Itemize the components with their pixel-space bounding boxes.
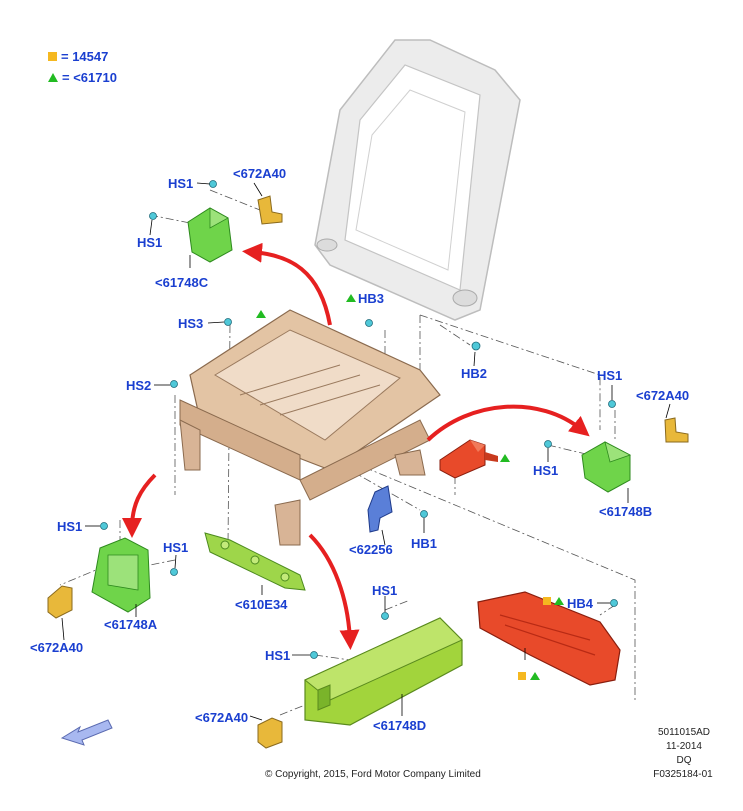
part-672a40-bottom	[257, 717, 283, 749]
label-hs2: HS2	[126, 378, 152, 393]
figure-number: F0325184-01	[653, 769, 713, 780]
label-hs1: HS1	[533, 463, 559, 478]
label-hs1: HS1	[372, 583, 398, 598]
label-hs1: HS1	[137, 235, 163, 250]
label-61748a: <61748A	[104, 617, 158, 632]
triangle-icon	[48, 73, 58, 82]
drawing-code: 5011015AD	[657, 727, 711, 738]
label-hs1: HS1	[168, 176, 194, 191]
label-672a40: <672A40	[30, 640, 84, 655]
label-61748b: <61748B	[599, 504, 653, 519]
view-direction-arrow	[60, 719, 113, 746]
label-hs1: HS1	[163, 540, 189, 555]
leader-lines	[61, 182, 671, 721]
label-672a40: <672A40	[233, 166, 287, 181]
part-62256	[367, 485, 393, 533]
part-61748c	[187, 207, 233, 263]
legend-item-triangle: = <61710	[48, 70, 117, 85]
label-hb2: HB2	[461, 366, 488, 381]
part-61748d	[304, 617, 463, 726]
fasteners	[100, 180, 618, 659]
part-61748a	[91, 537, 151, 613]
label-hs1: HS1	[265, 648, 291, 663]
label-hb3: HB3	[358, 291, 385, 306]
copyright-text: © Copyright, 2015, Ford Motor Company Li…	[265, 769, 481, 780]
part-672a40-right	[664, 417, 689, 443]
drawing-dq: DQ	[676, 755, 692, 766]
seat-back-frame	[314, 39, 521, 321]
label-61748d: <61748D	[373, 718, 427, 733]
label-hs3: HS3	[178, 316, 204, 331]
callout-symbols	[256, 294, 564, 680]
label-610e34: <610E34	[235, 597, 288, 612]
label-hb1: HB1	[411, 536, 438, 551]
label-hb4: HB4	[567, 596, 594, 611]
label-hs1: HS1	[57, 519, 83, 534]
legend-text-61710: = <61710	[62, 70, 117, 85]
legend-item-square: = 14547	[48, 49, 108, 64]
label-61748c: <61748C	[155, 275, 209, 290]
seat-cushion-frame	[179, 309, 441, 546]
part-61748b	[581, 441, 632, 493]
drawing-date: 11-2014	[666, 741, 702, 752]
legend-text-14547: = 14547	[61, 49, 109, 64]
label-hs1: HS1	[597, 368, 623, 383]
part-motor-red	[439, 439, 498, 479]
label-672a40: <672A40	[195, 710, 249, 725]
part-672a40-top	[257, 195, 283, 225]
square-icon	[48, 52, 57, 61]
label-672a40: <672A40	[636, 388, 690, 403]
label-62256: <62256	[349, 542, 393, 557]
part-adjuster-red	[477, 591, 621, 686]
direction-arrows	[122, 242, 590, 650]
part-672a40-left	[47, 585, 73, 619]
part-610e34	[204, 532, 306, 591]
